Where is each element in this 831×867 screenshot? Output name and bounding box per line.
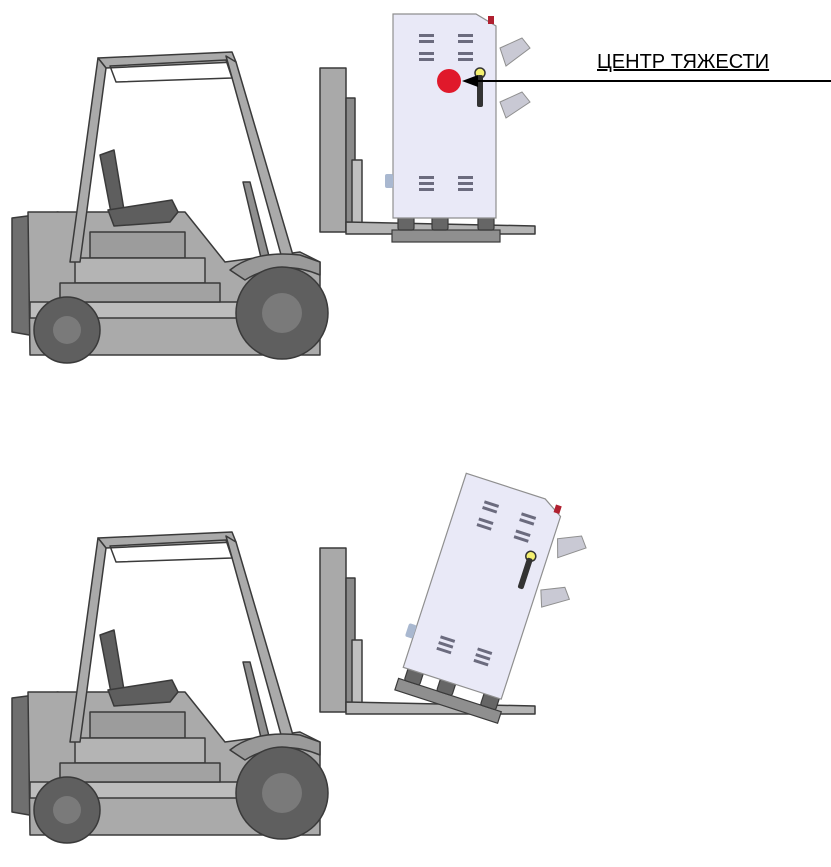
cabinet-level xyxy=(384,13,531,243)
cabinet-tilted xyxy=(387,470,598,734)
center-of-gravity-label: ЦЕНТР ТЯЖЕСТИ xyxy=(597,51,770,73)
leader-arrow xyxy=(462,75,478,87)
scene-tilted xyxy=(11,470,598,844)
center-of-gravity-marker xyxy=(437,69,461,93)
scene-level xyxy=(11,13,831,364)
